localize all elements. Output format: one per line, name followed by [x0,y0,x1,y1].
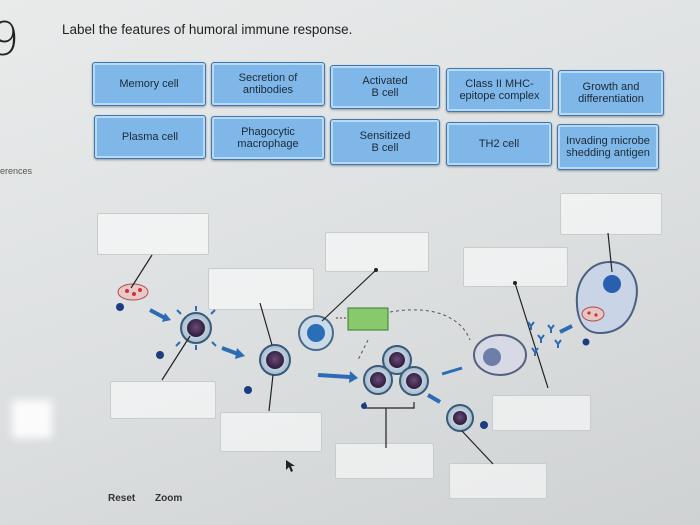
question-number: 9 [0,12,20,66]
drop-target-4[interactable] [463,247,568,287]
mouse-cursor-icon [286,460,295,472]
drop-target-10[interactable] [449,463,547,499]
reset-button[interactable]: Reset [108,493,136,504]
chip-growth-and-differentiation[interactable]: Growth and differentiation [558,70,664,116]
drop-target-9[interactable] [335,443,434,479]
drop-target-7[interactable] [220,412,322,452]
activated-b-cell-cluster [363,345,429,396]
chip-secretion-of-antibodies[interactable]: Secretion of antibodies [211,62,325,106]
b-cell-with-receptors [175,306,217,350]
sensitized-b-cell-cell [259,344,291,376]
chip-invading-microbe-shedding-antigen[interactable]: Invading microbe shedding antigen [557,124,659,170]
screen-glare [12,400,52,438]
drop-target-2[interactable] [208,268,314,310]
chip-phagocytic-macrophage[interactable]: Phagocytic macrophage [211,116,325,160]
th2-cell-cell [298,315,334,351]
chip-sensitized-b-cell[interactable]: Sensitized B cell [330,119,440,165]
macrophage-cell [575,260,638,335]
question-title: Label the features of humoral immune res… [62,22,353,37]
chip-class-ii-mhc-epitope-complex[interactable]: Class II MHC- epitope complex [446,68,553,112]
drop-target-1[interactable] [97,213,209,255]
plasma-cell-cell [473,334,527,376]
drop-target-5[interactable] [560,193,662,235]
drop-target-3[interactable] [325,232,429,272]
references-link-fragment[interactable]: erences [0,166,33,176]
drop-target-8[interactable] [492,395,591,431]
drop-target-6[interactable] [110,381,216,419]
antibodies [527,321,562,356]
zoom-button[interactable]: Zoom [155,493,183,504]
microbe-left [116,283,149,311]
memory-cell-cell [446,404,474,432]
chip-th2-cell[interactable]: TH2 cell [446,122,552,166]
chip-plasma-cell[interactable]: Plasma cell [94,115,206,159]
chip-activated-b-cell[interactable]: Activated B cell [330,65,440,109]
chip-memory-cell[interactable]: Memory cell [92,62,206,106]
